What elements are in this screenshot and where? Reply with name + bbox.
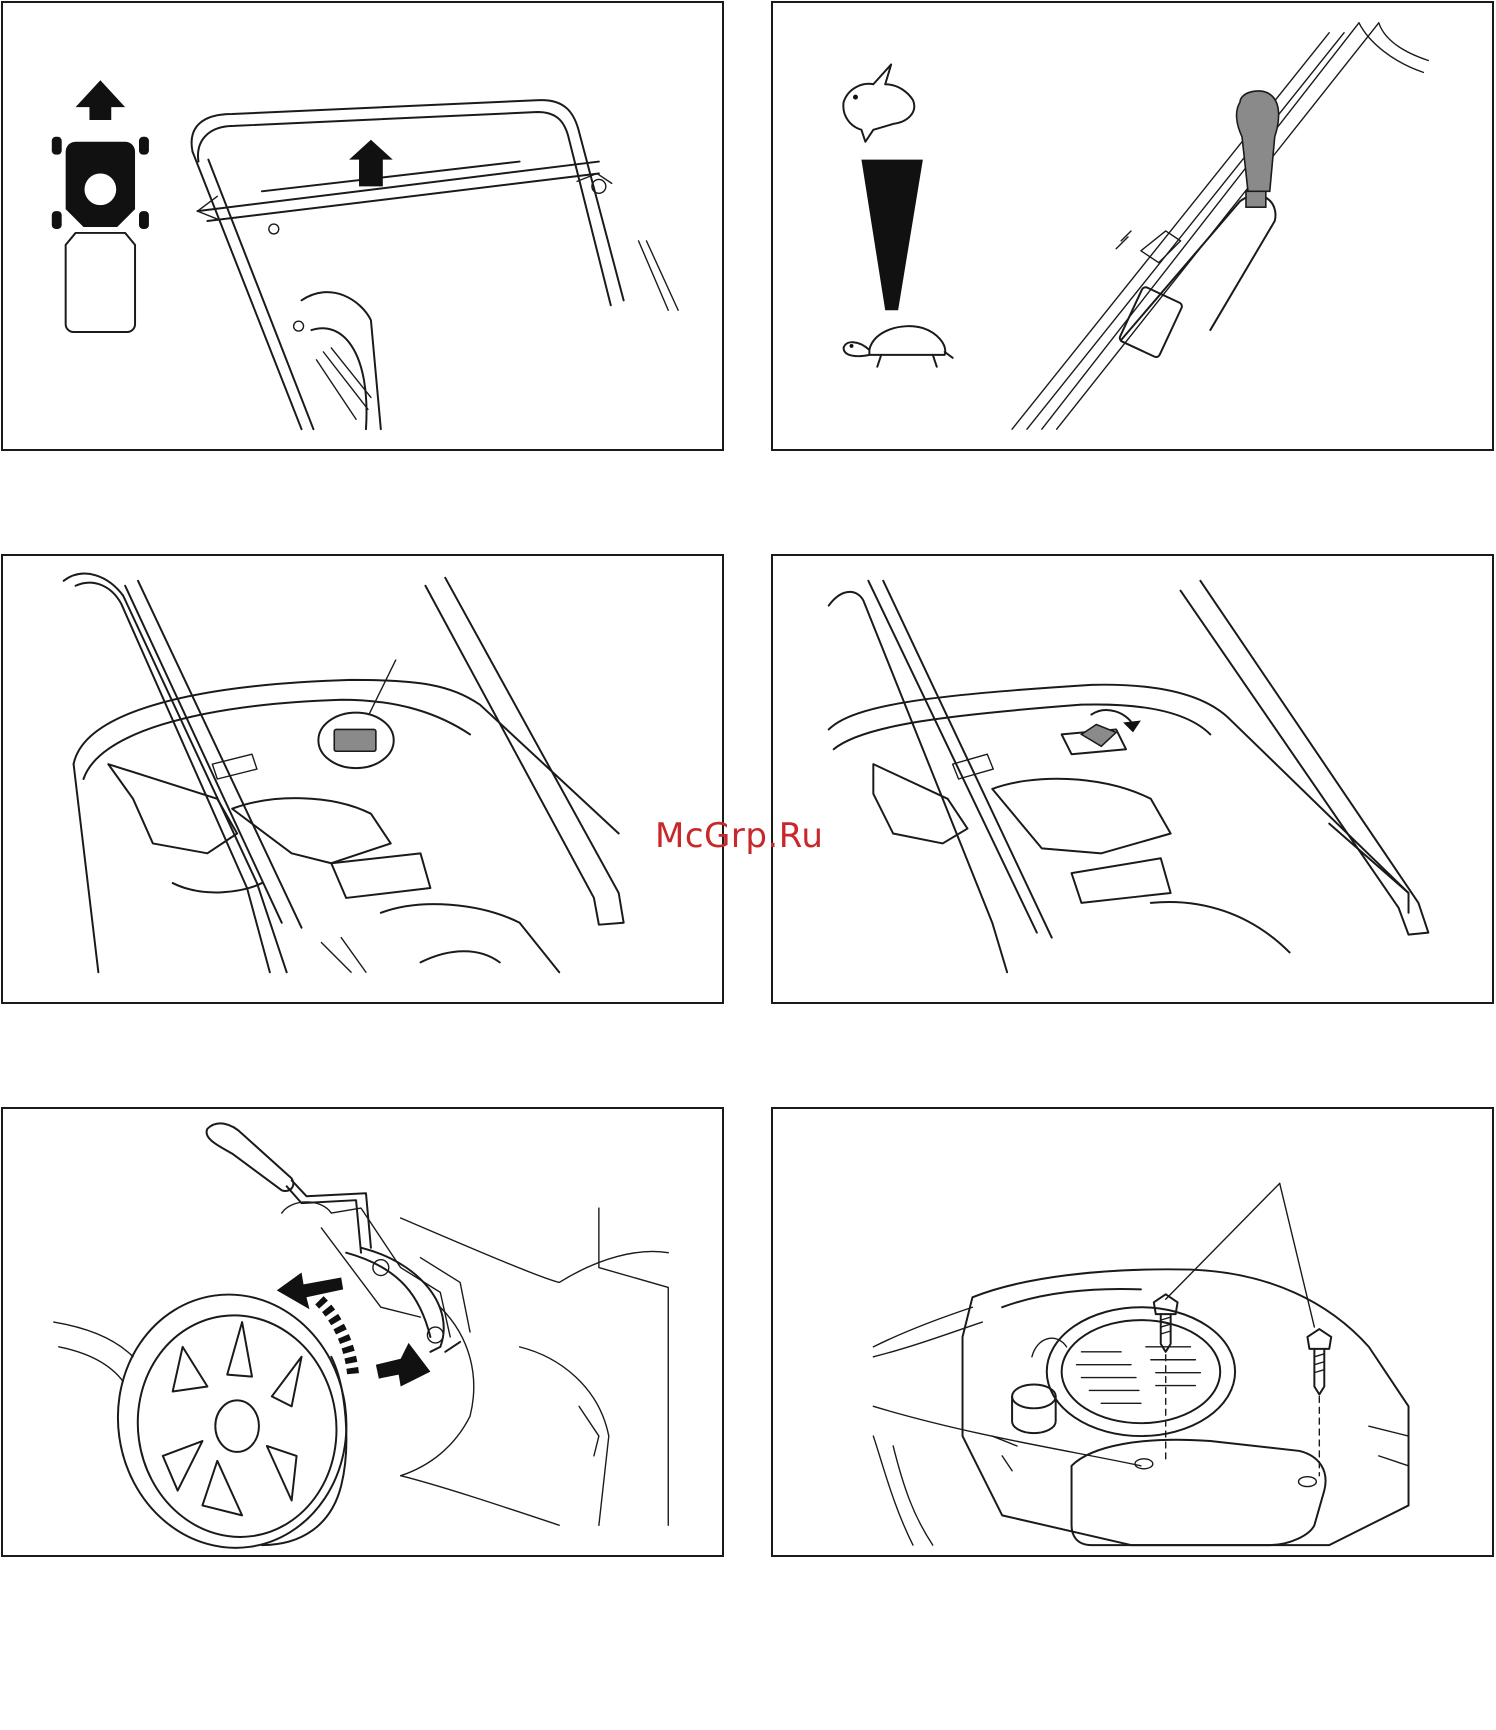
speed-control-illustration [773,3,1492,449]
rabbit-fast-icon [843,64,914,141]
engine-cover-icon [1072,1440,1326,1545]
grass-bag-illustration [773,556,1492,1002]
panel-speed-control [771,1,1494,451]
indicator-flap-icon [1062,710,1141,754]
turtle-slow-icon [844,326,953,367]
speed-lever-knob[interactable] [1237,91,1279,207]
handle-up-arrow-icon [349,140,393,187]
wheel-icon [102,1280,363,1555]
handle-frame [192,100,679,429]
grass-bag-illustration [3,556,722,1002]
indicator-window-icon [318,660,395,768]
panel-engine-cover-screws [771,1107,1494,1557]
handle-frame [1012,23,1428,429]
screw-icon [1307,1329,1331,1476]
panel-height-adjust [1,1107,724,1557]
height-adjust-illustration [3,1109,722,1555]
grass-bag-body [74,680,619,972]
panel-grass-indicator-closed [1,554,724,1004]
callout-lines [1166,1183,1315,1327]
speed-wedge-icon [861,160,922,311]
watermark-text: McGrp.Ru [655,816,823,856]
handle-frame [829,581,1429,972]
mower-top-view-icon [52,80,149,332]
handle-raise-illustration [3,3,722,449]
handle-frame [64,574,624,973]
grass-bag-body [829,685,1409,953]
engine-cover-illustration [773,1109,1492,1555]
panel-grass-indicator-open [771,554,1494,1004]
fuel-cap-icon [1012,1385,1056,1434]
engine-body [873,1269,1408,1545]
panel-handle-raise [1,1,724,451]
